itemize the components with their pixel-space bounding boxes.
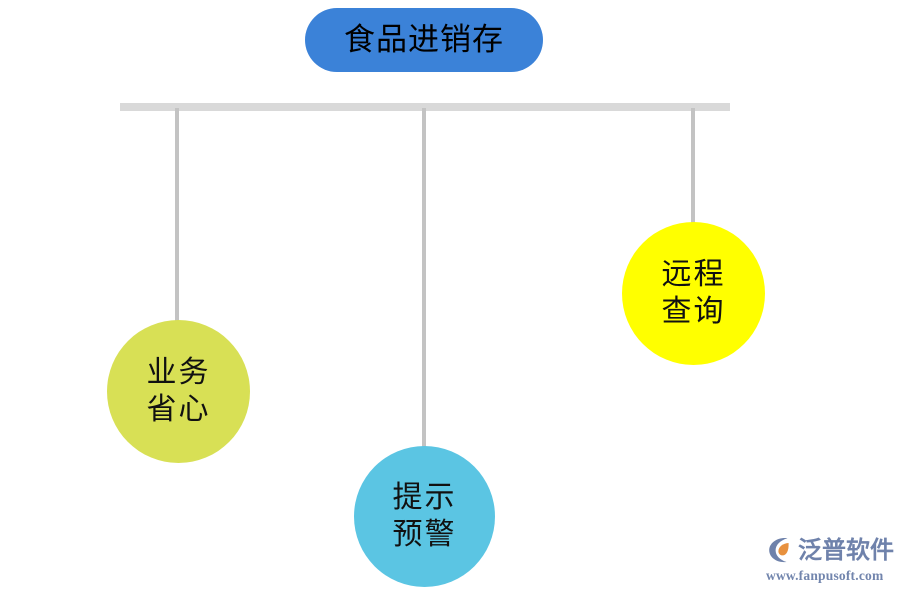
connector-line-yellow xyxy=(691,108,695,228)
horizontal-rail xyxy=(120,103,730,111)
diagram-title-text: 食品进销存 xyxy=(344,21,504,58)
brand-logo-row: 泛普软件 xyxy=(766,534,894,566)
node-bubble-green[interactable]: 业务 省心 xyxy=(107,320,250,463)
node-cyan-label-line2: 预警 xyxy=(392,516,457,552)
brand-website-url: www.fanpusoft.com xyxy=(766,568,884,583)
brand-name-cn: 泛普软件 xyxy=(798,536,894,564)
node-green-label-line1: 业务 xyxy=(146,354,211,390)
diagram-title-pill: 食品进销存 xyxy=(305,8,543,72)
node-yellow-label-line1: 远程 xyxy=(661,256,726,292)
node-green-label-line2: 省心 xyxy=(146,391,211,427)
connector-line-green xyxy=(175,108,179,324)
connector-line-cyan xyxy=(422,108,426,450)
node-cyan-label-line1: 提示 xyxy=(392,479,457,515)
fanpu-logo-icon xyxy=(766,535,796,565)
node-bubble-cyan[interactable]: 提示 预警 xyxy=(354,446,495,587)
brand-logo: 泛普软件 www.fanpusoft.com xyxy=(766,534,894,592)
node-yellow-label-line2: 查询 xyxy=(661,293,726,329)
node-bubble-yellow[interactable]: 远程 查询 xyxy=(622,222,765,365)
